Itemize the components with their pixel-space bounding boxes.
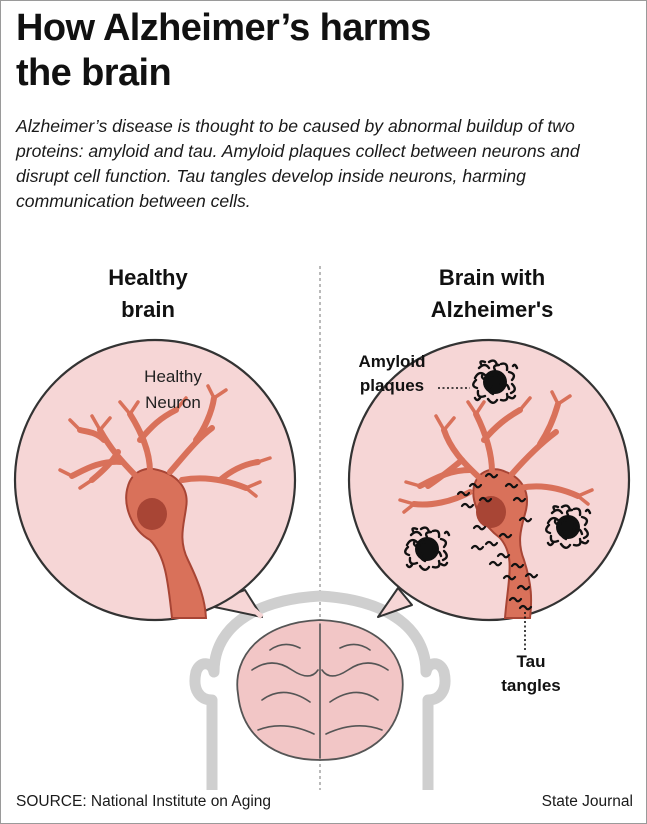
healthy-neuron-label: Healthy Neuron xyxy=(128,364,218,416)
healthy-heading-line-2: brain xyxy=(121,297,175,322)
tau-label-line-2: tangles xyxy=(501,676,561,695)
intro-paragraph: Alzheimer’s disease is thought to be cau… xyxy=(16,116,580,211)
amyloid-label-line-1: Amyloid xyxy=(358,352,426,371)
alzheimers-heading-line-2: Alzheimer's xyxy=(430,297,554,322)
title-line-1: How Alzheimer’s harms xyxy=(16,7,431,49)
amyloid-label-line-2: plaques xyxy=(359,376,425,395)
neuron-label-line-1: Healthy xyxy=(144,367,202,386)
tau-tangles-label: Tau tangles xyxy=(486,650,576,698)
title-line-2: the brain xyxy=(16,52,172,94)
healthy-heading: Healthy brain xyxy=(48,262,248,326)
healthy-neuron xyxy=(58,384,272,619)
page-title: How Alzheimer’s harms the brain xyxy=(16,6,631,96)
healthy-heading-line-1: Healthy xyxy=(108,265,188,290)
alzheimers-heading: Brain with Alzheimer's xyxy=(392,262,592,326)
source-credit: SOURCE: National Institute on Aging xyxy=(16,793,272,810)
alzheimers-neuron xyxy=(398,390,594,619)
neuron-label-line-2: Neuron xyxy=(145,393,201,412)
tau-label-line-1: Tau xyxy=(516,652,546,671)
publisher-credit: State Journal xyxy=(541,793,633,810)
alzheimers-heading-line-1: Brain with xyxy=(438,265,546,290)
head-illustration xyxy=(189,590,451,790)
amyloid-plaques-label: Amyloid plaques xyxy=(344,350,440,398)
